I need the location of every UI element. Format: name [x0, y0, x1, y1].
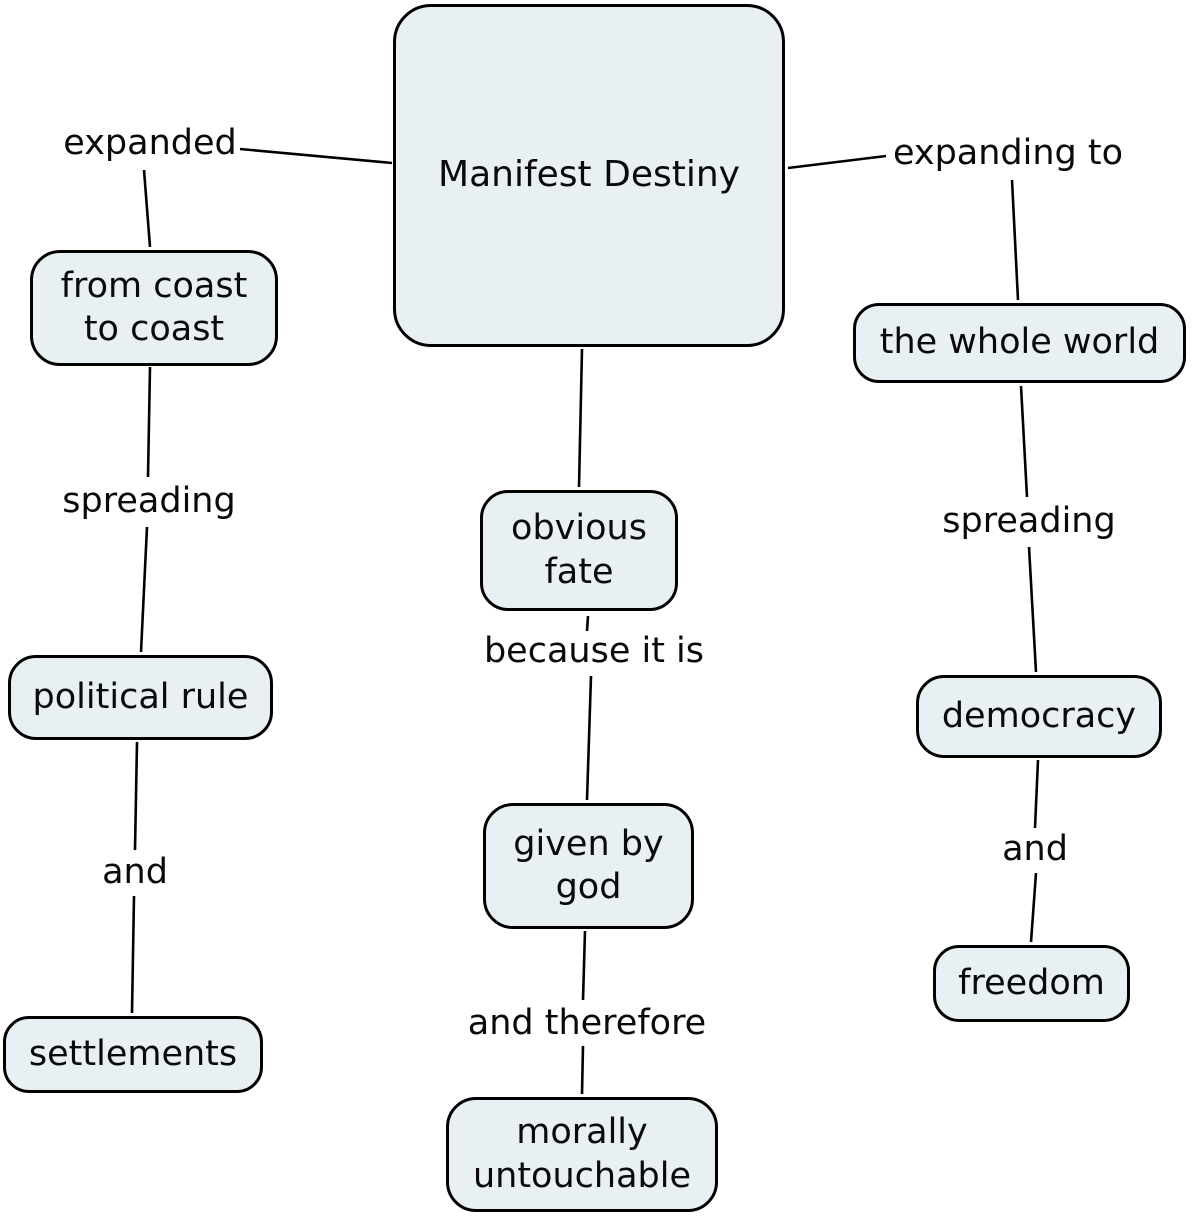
node-obvious-fate[interactable]: obvious fate: [480, 490, 678, 611]
node-democracy[interactable]: democracy: [916, 675, 1162, 758]
connector-coast-to-spreading: [146, 366, 152, 478]
connector-and-to-settlements: [130, 895, 136, 1014]
link-label-and-therefore[interactable]: and therefore: [467, 1003, 707, 1043]
connector-spreading-to-democracy: [1027, 546, 1038, 673]
node-given-by-god[interactable]: given by god: [483, 803, 694, 929]
connector-given-to-therefore: [581, 930, 587, 1001]
node-morally-untouchable[interactable]: morally untouchable: [446, 1097, 718, 1212]
node-freedom[interactable]: freedom: [933, 945, 1130, 1022]
connector-main-to-expanding: [787, 154, 887, 170]
link-label-because-it-is[interactable]: because it is: [483, 631, 705, 671]
connector-therefore-to-morally: [580, 1045, 585, 1095]
node-manifest-destiny[interactable]: Manifest Destiny: [393, 4, 785, 347]
node-the-whole-world[interactable]: the whole world: [853, 303, 1186, 383]
node-political-rule[interactable]: political rule: [8, 655, 273, 740]
connector-democracy-to-and: [1033, 759, 1040, 829]
connector-spreading-to-political: [139, 526, 149, 653]
connector-expanded-to-main: [239, 147, 393, 165]
node-settlements[interactable]: settlements: [3, 1016, 263, 1093]
link-label-expanding-to[interactable]: expanding to: [892, 133, 1124, 173]
link-label-and-left[interactable]: and: [102, 852, 168, 892]
link-label-and-right[interactable]: and: [1002, 829, 1068, 869]
connector-obvious-fate-to-because: [585, 615, 590, 632]
connector-main-to-obvious-fate: [577, 348, 584, 488]
connector-expanded-to-coast: [142, 169, 152, 248]
connector-political-to-and: [133, 741, 139, 851]
connector-because-to-given-by-god: [585, 675, 593, 801]
link-label-expanded[interactable]: expanded: [63, 123, 237, 163]
connector-world-to-spreading: [1019, 385, 1029, 498]
link-label-spreading-left[interactable]: spreading: [62, 481, 236, 521]
link-label-spreading-right[interactable]: spreading: [942, 501, 1116, 541]
connector-expanding-to-world: [1010, 179, 1020, 301]
connector-and-to-freedom: [1029, 872, 1038, 943]
node-from-coast-to-coast[interactable]: from coast to coast: [30, 250, 278, 366]
